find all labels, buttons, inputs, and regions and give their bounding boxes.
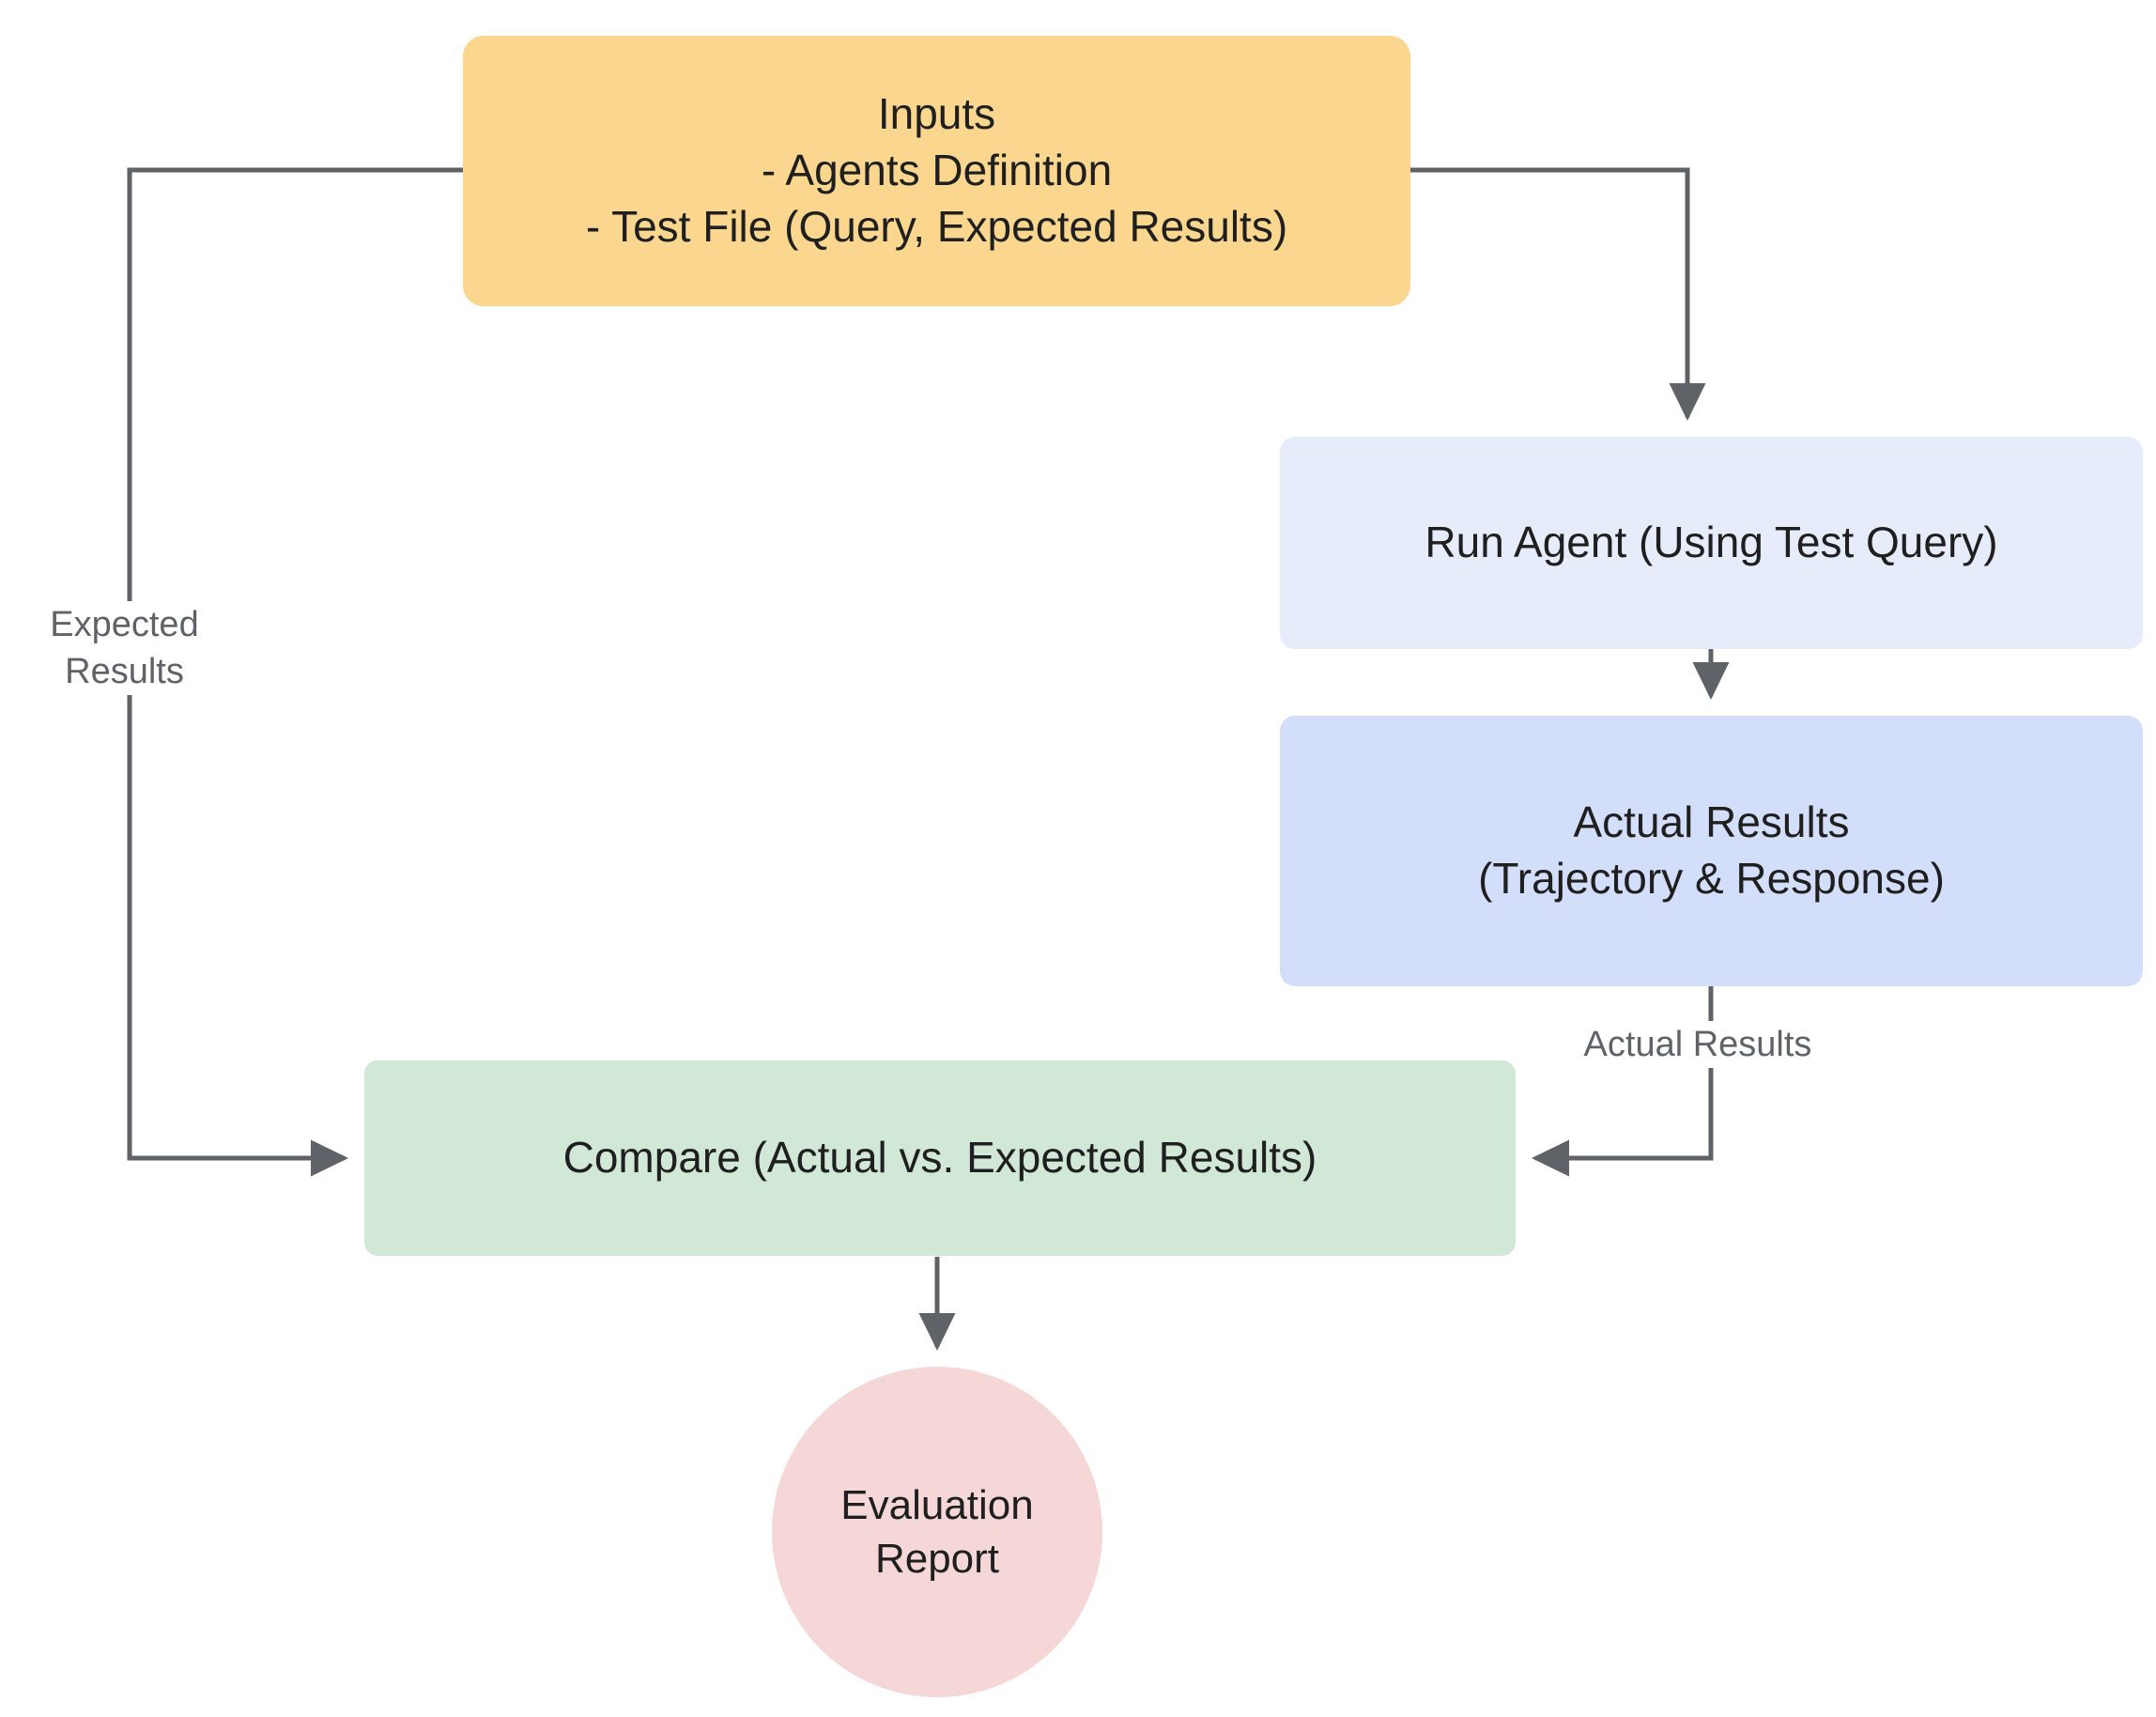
- node-evaluation-report-line-2: Report: [874, 1536, 1000, 1582]
- node-evaluation-report[interactable]: Evaluation Report: [772, 1367, 1102, 1697]
- node-inputs[interactable]: Inputs - Agents Definition - Test File (…: [463, 36, 1410, 306]
- node-evaluation-report-line-1: Evaluation: [840, 1481, 1034, 1528]
- node-run-agent-line-1: Run Agent (Using Test Query): [1424, 518, 1998, 567]
- edge-label-actual-results-line-1: Actual Results: [1583, 1025, 1812, 1064]
- edge-label-actual-results: Actual Results: [1566, 1021, 1829, 1069]
- edge-label-expected-results: Expected Results: [28, 601, 221, 696]
- edge-inputs-to-run-agent: [1410, 167, 1706, 422]
- node-actual-results-line-2: (Trajectory & Response): [1478, 854, 1945, 903]
- edge-actual-results-to-compare: [1531, 986, 1714, 1177]
- node-inputs-line-1: Inputs: [877, 89, 996, 139]
- node-inputs-line-2: - Agents Definition: [761, 146, 1113, 195]
- node-run-agent[interactable]: Run Agent (Using Test Query): [1280, 437, 2143, 649]
- edge-label-expected-results-line-2: Results: [65, 652, 184, 692]
- node-inputs-line-3: - Test File (Query, Expected Results): [585, 201, 1288, 251]
- node-actual-results[interactable]: Actual Results (Trajectory & Response): [1280, 716, 2143, 986]
- edge-label-expected-results-line-1: Expected: [50, 605, 199, 644]
- node-compare-line-1: Compare (Actual vs. Expected Results): [562, 1133, 1317, 1183]
- node-actual-results-line-1: Actual Results: [1573, 797, 1850, 847]
- node-compare[interactable]: Compare (Actual vs. Expected Results): [364, 1060, 1516, 1256]
